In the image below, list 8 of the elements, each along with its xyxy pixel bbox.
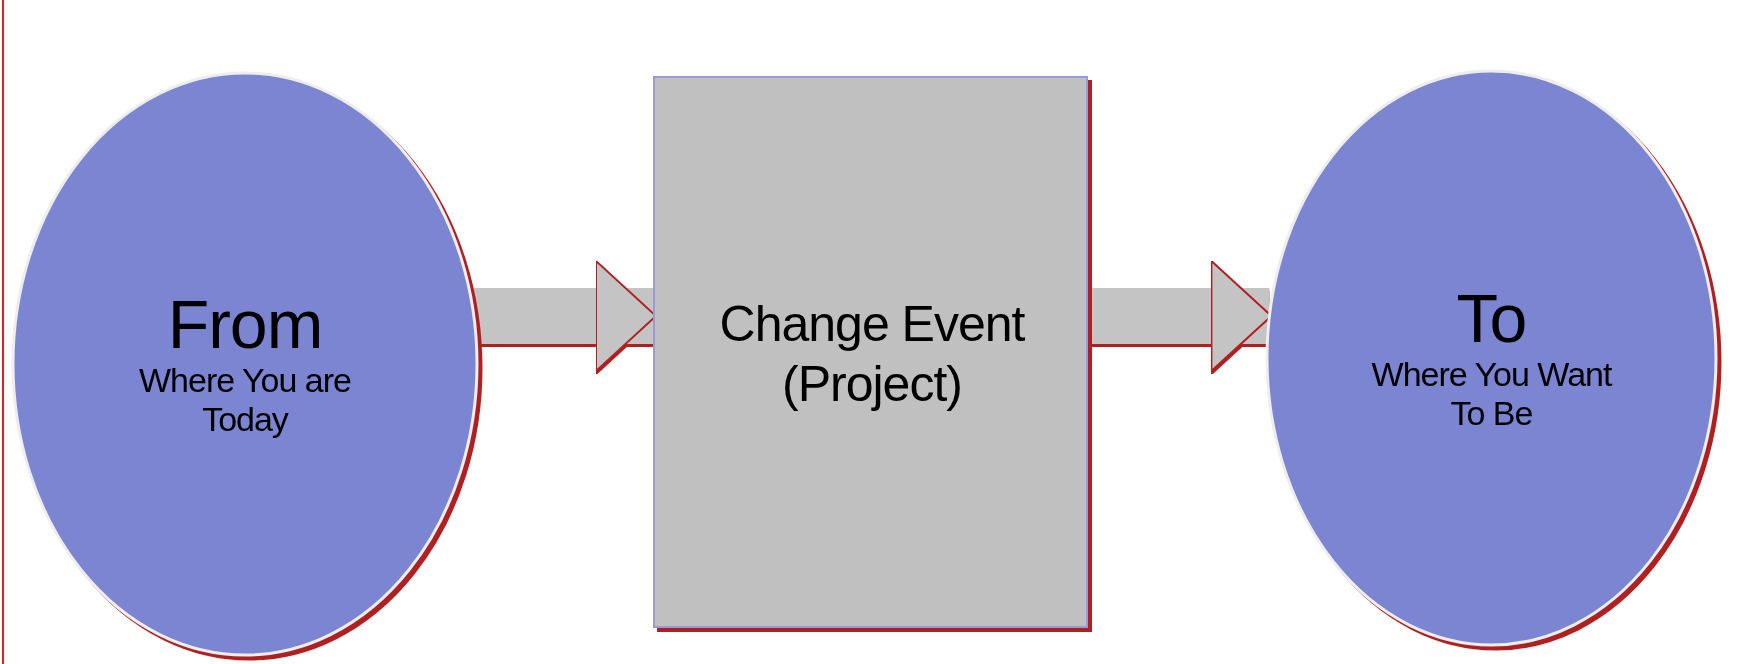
- node-subtitle: Where You Want To Be: [1370, 354, 1614, 433]
- node-subtitle: Where You are Today: [138, 360, 352, 439]
- process-box: [653, 76, 1091, 631]
- node-title: Change Event (Project): [718, 294, 1026, 414]
- ellipse-shape: [1263, 67, 1720, 649]
- ellipse-shape: [9, 69, 481, 659]
- node-title: From: [167, 289, 323, 361]
- node-title: To: [1456, 283, 1527, 355]
